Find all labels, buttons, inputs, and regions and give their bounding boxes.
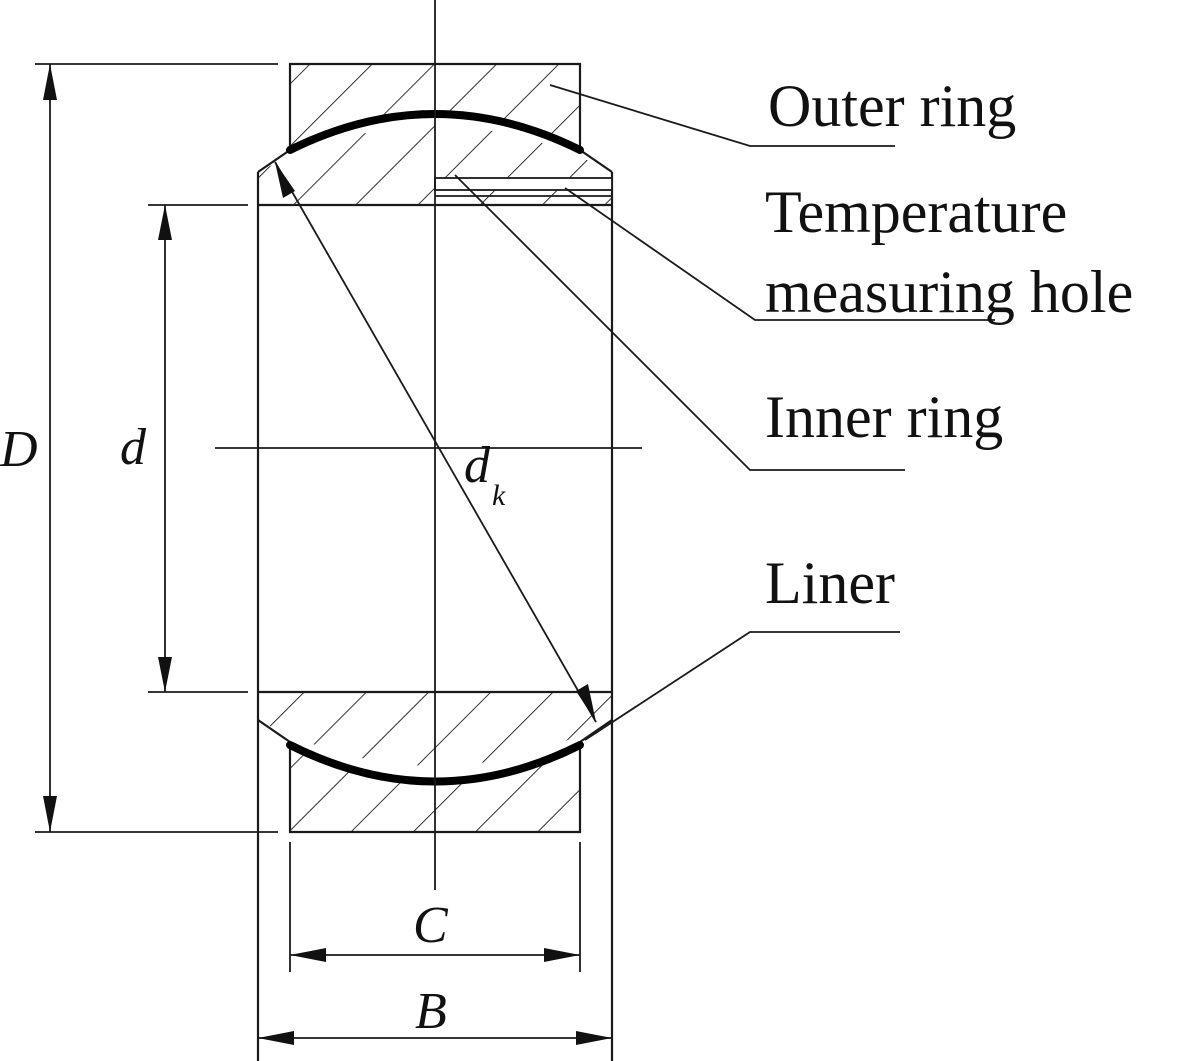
dimension-D <box>35 63 278 833</box>
label-temperature-line1: Temperature <box>765 179 1067 245</box>
label-temperature-line2: measuring hole <box>765 259 1133 325</box>
leader-outer-ring <box>549 84 895 147</box>
dimension-dk <box>274 161 597 723</box>
dimension-C <box>289 842 581 972</box>
dim-label-D: D <box>0 421 38 478</box>
leader-temperature-hole <box>564 187 995 321</box>
label-inner-ring: Inner ring <box>765 384 1003 450</box>
dimension-d <box>148 204 248 693</box>
leader-liner <box>584 631 900 741</box>
label-liner: Liner <box>765 550 895 616</box>
dimension-B <box>258 1031 612 1045</box>
dim-label-B: B <box>415 983 447 1040</box>
label-outer-ring: Outer ring <box>768 73 1016 139</box>
dim-label-C: C <box>413 897 449 954</box>
temperature-measuring-hole <box>434 177 613 197</box>
leader-inner-ring <box>454 174 905 471</box>
dim-label-dk-sub: k <box>492 479 506 512</box>
dim-label-dk: d <box>464 437 491 494</box>
dim-label-d: d <box>120 419 147 476</box>
